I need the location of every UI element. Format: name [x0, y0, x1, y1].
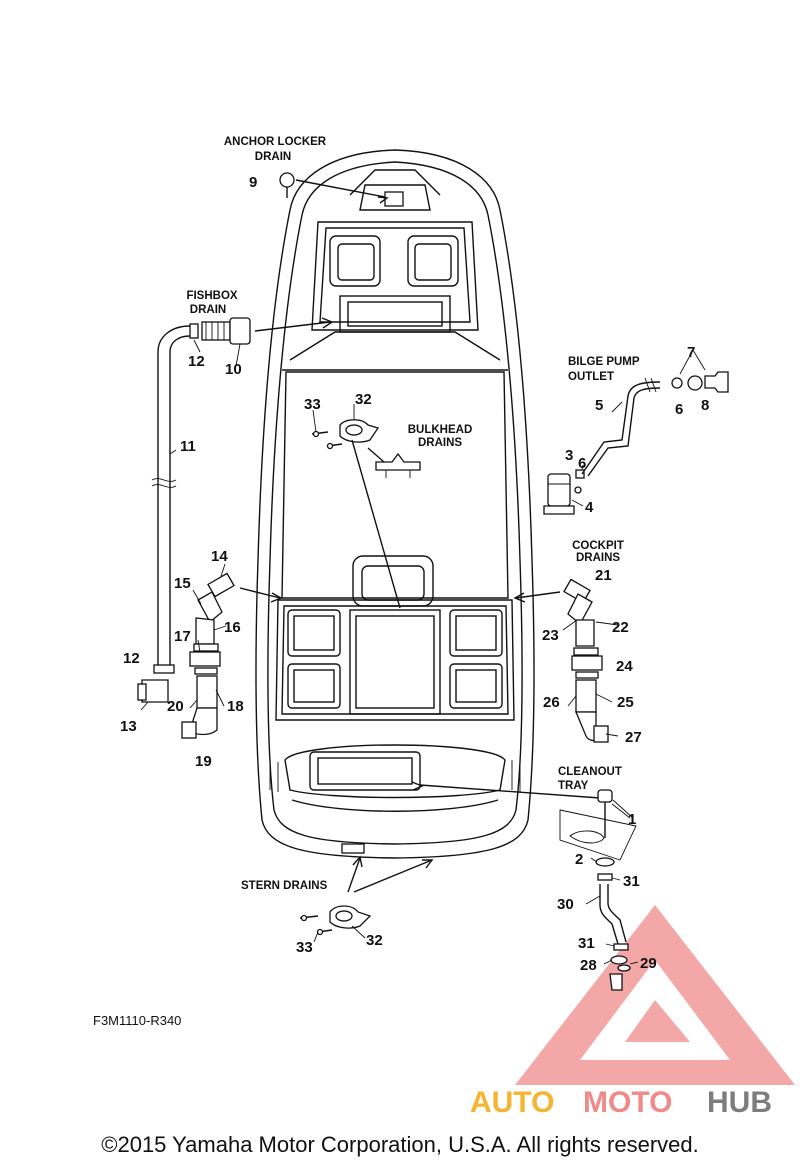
callout-31b: 31 — [578, 935, 595, 952]
caption-cleanout: CLEANOUT — [558, 766, 622, 778]
caption-cockpit-drains: DRAINS — [576, 552, 620, 564]
callout-2: 2 — [575, 851, 583, 868]
callout-12a: 12 — [188, 353, 205, 370]
bulkhead-drain-assembly — [311, 419, 421, 609]
callout-15: 15 — [174, 575, 191, 592]
callout-8: 8 — [701, 397, 709, 414]
part-callouts: 1 2 3 4 5 6 6 7 8 9 10 11 12 12 13 14 15… — [120, 174, 709, 974]
callout-26: 26 — [543, 694, 560, 711]
callout-22: 22 — [612, 619, 629, 636]
watermark-logo-triangle — [515, 905, 795, 1085]
callout-12b: 12 — [123, 650, 140, 667]
callout-3: 3 — [565, 447, 573, 464]
caption-cockpit: COCKPIT — [572, 540, 624, 552]
boat-hull — [255, 149, 535, 859]
callout-6a: 6 — [675, 401, 683, 418]
section-captions: ANCHOR LOCKER DRAIN FISHBOX DRAIN BILGE … — [186, 136, 639, 892]
caption-bilge-outlet: OUTLET — [568, 371, 614, 383]
fishbox-drain-assembly — [137, 317, 334, 703]
callout-14: 14 — [211, 548, 228, 565]
callout-25: 25 — [617, 694, 634, 711]
bilge-pump-assembly — [543, 371, 729, 515]
callout-29: 29 — [640, 955, 657, 972]
callout-24: 24 — [616, 658, 633, 675]
callout-19: 19 — [195, 753, 212, 770]
callout-23: 23 — [542, 627, 559, 644]
callout-6b: 6 — [578, 455, 586, 472]
watermark-auto: AUTO — [470, 1086, 554, 1119]
callout-28: 28 — [580, 957, 597, 974]
cleanout-tray-assembly — [411, 781, 637, 991]
watermark-logo-text: AUTO MOTO HUB — [470, 1086, 772, 1119]
caption-anchor-locker: ANCHOR LOCKER — [224, 136, 327, 148]
callout-33b: 33 — [296, 939, 313, 956]
callout-11: 11 — [180, 438, 196, 455]
callout-17: 17 — [174, 628, 191, 645]
caption-fishbox: FISHBOX — [186, 290, 237, 302]
diagram-code: F3M1110-R340 — [93, 1013, 181, 1028]
callout-4: 4 — [585, 499, 594, 516]
caption-bulkhead-drains: DRAINS — [418, 437, 462, 449]
callout-1: 1 — [628, 811, 636, 828]
caption-bulkhead: BULKHEAD — [408, 424, 473, 436]
callout-16: 16 — [224, 619, 241, 636]
callout-10: 10 — [225, 361, 242, 378]
callout-31a: 31 — [623, 873, 640, 890]
callout-7: 7 — [687, 344, 695, 361]
callout-18: 18 — [227, 698, 244, 715]
callout-32b: 32 — [366, 932, 383, 949]
caption-cleanout-tray: TRAY — [558, 780, 589, 792]
callout-9: 9 — [249, 174, 257, 191]
anchor-locker-drain-assembly — [279, 172, 389, 204]
right-cockpit-drain-assembly — [513, 578, 609, 743]
copyright-notice: ©2015 Yamaha Motor Corporation, U.S.A. A… — [101, 1132, 698, 1157]
callout-20: 20 — [167, 698, 184, 715]
callout-30: 30 — [557, 896, 574, 913]
caption-bilge-pump: BILGE PUMP — [568, 356, 640, 368]
callout-21: 21 — [595, 567, 612, 584]
callout-27: 27 — [625, 729, 642, 746]
stern-drain-assembly — [299, 855, 434, 936]
watermark-hub: HUB — [707, 1086, 772, 1119]
callout-33a: 33 — [304, 396, 321, 413]
caption-fishbox-drain: DRAIN — [190, 304, 226, 316]
caption-anchor-locker-drain: DRAIN — [255, 151, 291, 163]
callout-leaders — [140, 339, 706, 965]
watermark-moto: MOTO — [583, 1086, 672, 1119]
callout-5: 5 — [595, 397, 603, 414]
caption-stern-drains: STERN DRAINS — [241, 880, 328, 892]
callout-13: 13 — [120, 718, 137, 735]
callout-32a: 32 — [355, 391, 372, 408]
